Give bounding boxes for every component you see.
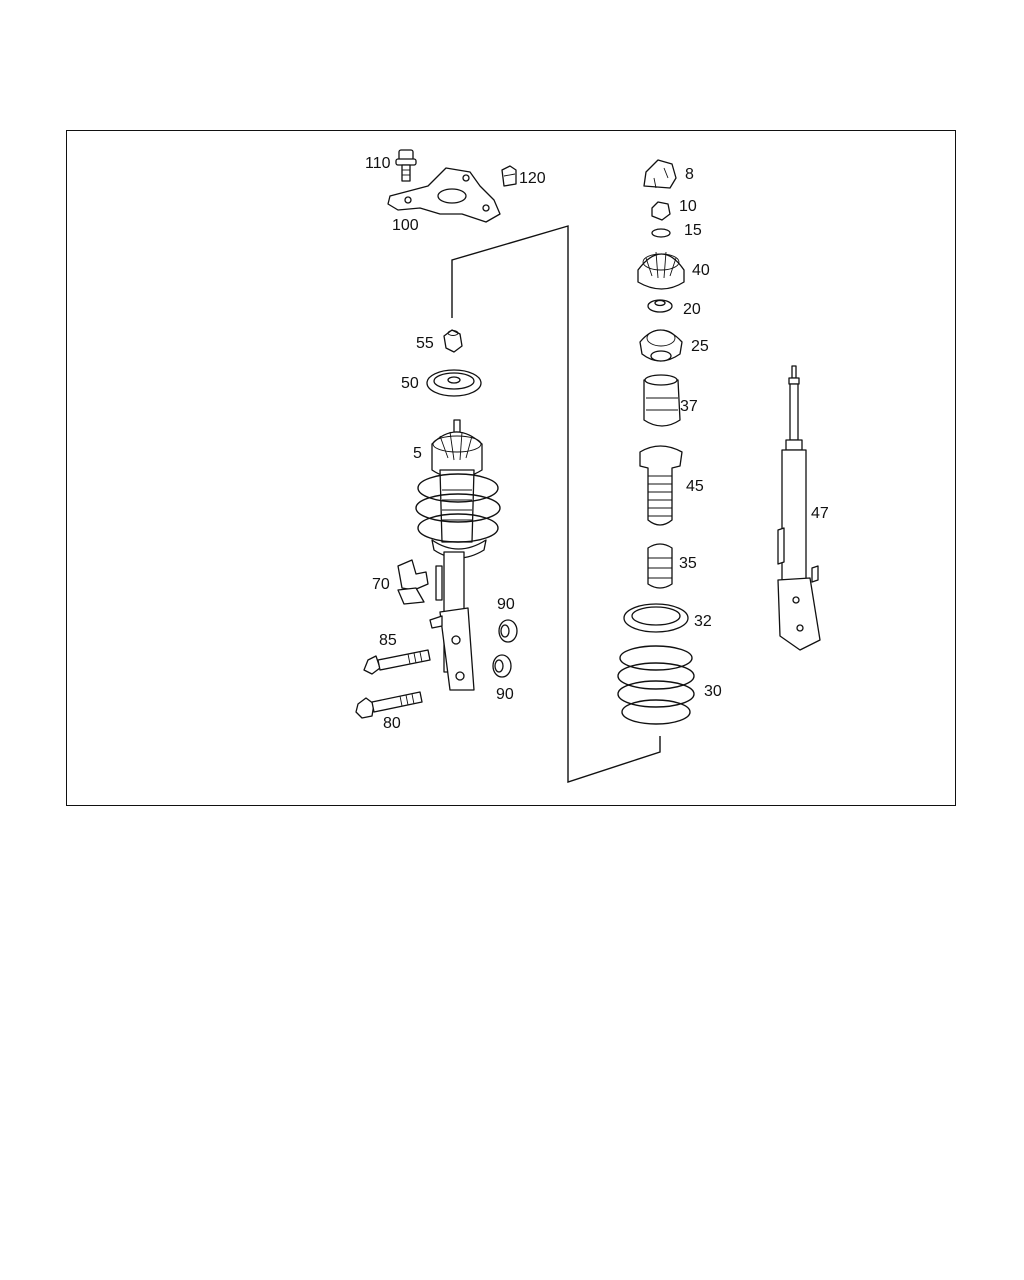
callout-20: 20	[683, 301, 701, 318]
callout-47: 47	[811, 505, 829, 522]
part-45-dust-boot	[639, 445, 683, 526]
part-90-bushing-upper	[498, 619, 518, 643]
callout-32: 32	[694, 613, 712, 630]
part-50-washer	[426, 369, 482, 397]
callout-50: 50	[401, 375, 419, 392]
part-20-washer	[647, 299, 673, 313]
part-35-stop	[647, 543, 673, 589]
part-32-spring-seat	[623, 603, 689, 633]
callout-5: 5	[413, 445, 422, 462]
diagram-frame	[66, 130, 956, 806]
callout-25: 25	[691, 338, 709, 355]
part-15-washer	[651, 228, 671, 238]
part-90-bushing-lower	[492, 654, 512, 678]
part-110-bolt	[395, 149, 417, 182]
callout-8: 8	[685, 166, 694, 183]
callout-120: 120	[519, 170, 546, 187]
callout-90-lower: 90	[496, 686, 514, 703]
part-5-strut-assembly	[415, 419, 501, 691]
callout-45: 45	[686, 478, 704, 495]
part-10-nut	[651, 201, 671, 221]
part-80-bolt	[355, 691, 423, 719]
callout-30: 30	[704, 683, 722, 700]
callout-15: 15	[684, 222, 702, 239]
part-30-coil-spring	[617, 645, 695, 725]
part-100-plate	[387, 167, 501, 223]
part-47-shock-absorber	[777, 365, 821, 651]
callout-37: 37	[680, 398, 698, 415]
callout-70: 70	[372, 576, 390, 593]
part-8-cap	[643, 159, 677, 189]
part-85-bolt	[363, 649, 431, 675]
part-55-nut	[443, 329, 463, 353]
callout-55: 55	[416, 335, 434, 352]
part-37-bumpstop	[643, 374, 681, 427]
part-40-mount	[637, 251, 685, 290]
part-70-bracket	[397, 559, 443, 605]
callout-10: 10	[679, 198, 697, 215]
callout-35: 35	[679, 555, 697, 572]
part-25-bearing	[639, 329, 683, 362]
leader-lines	[451, 225, 661, 783]
callout-100: 100	[392, 217, 419, 234]
callout-40: 40	[692, 262, 710, 279]
callout-85: 85	[379, 632, 397, 649]
callout-labels: 110 120 100 8 10 15 40 20 55 25 50 37 5 …	[365, 155, 829, 732]
callout-80: 80	[383, 715, 401, 732]
callout-110: 110	[365, 155, 391, 172]
callout-90-upper: 90	[497, 596, 515, 613]
part-120-cap	[501, 165, 517, 187]
